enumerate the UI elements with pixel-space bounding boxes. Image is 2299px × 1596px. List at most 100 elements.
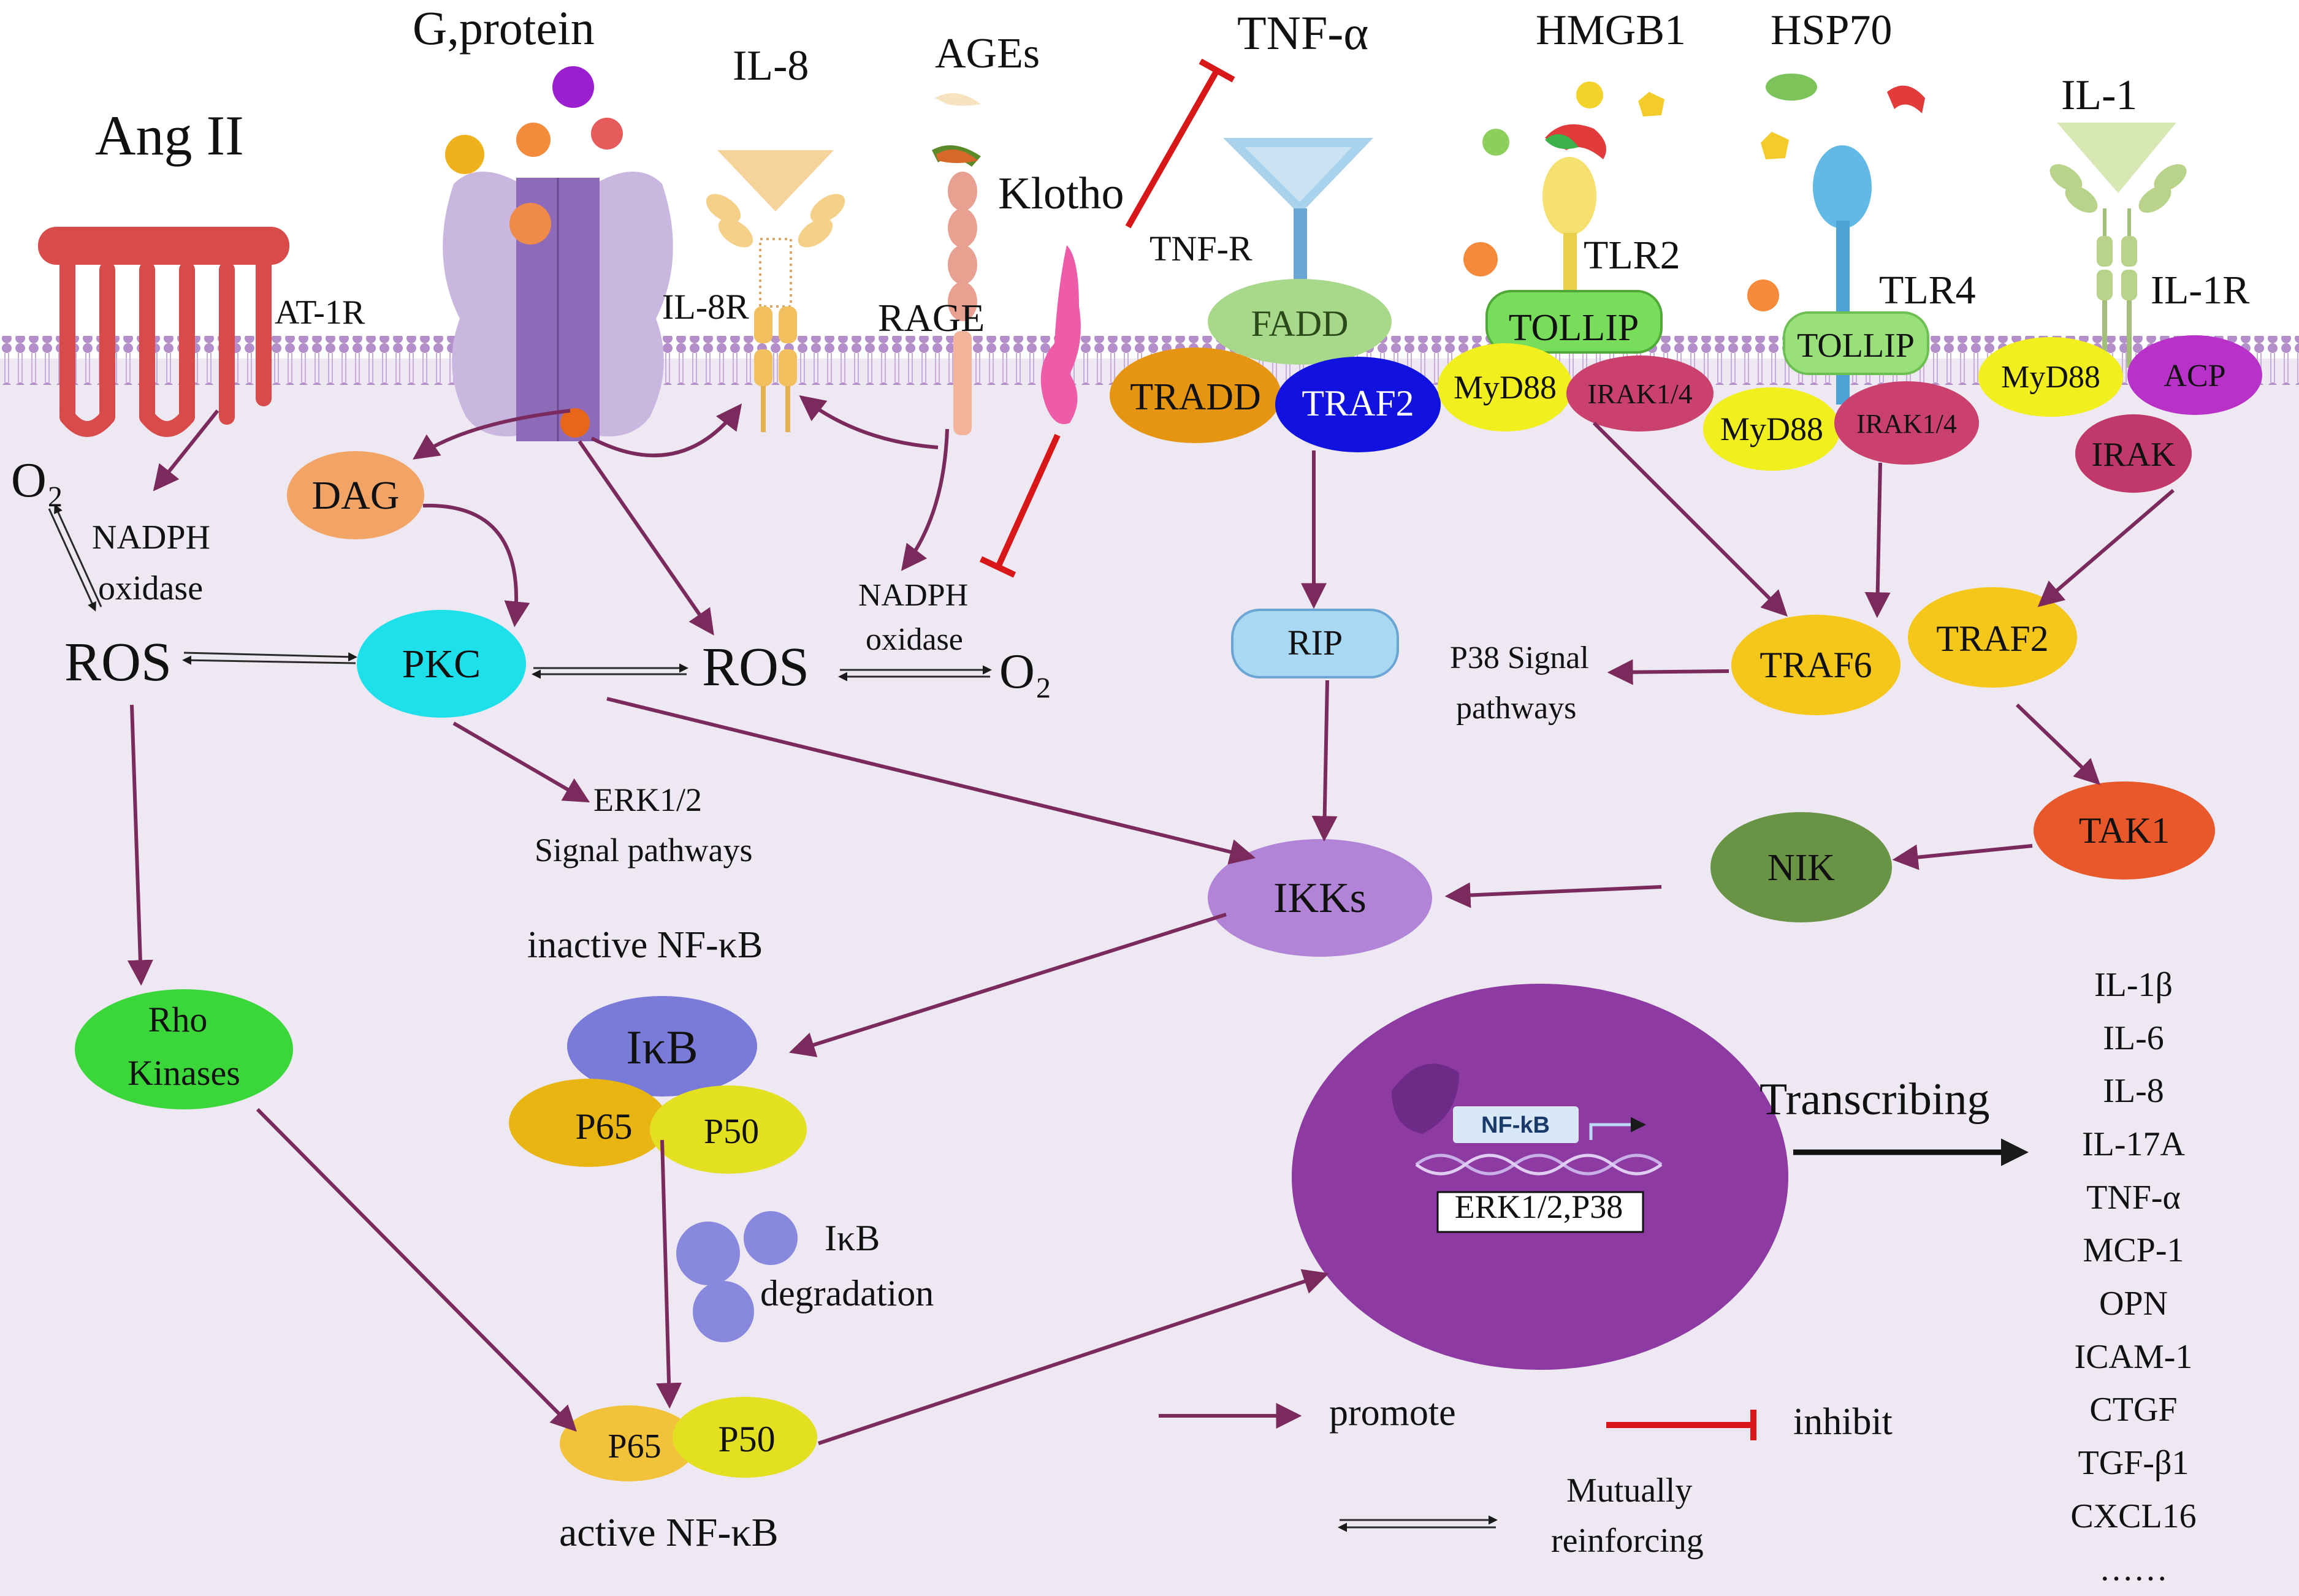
myd88-label-3: MyD88 [2001, 360, 2100, 395]
tradd-node [1110, 348, 1281, 443]
irak-label: IRAK [2092, 436, 2176, 474]
products-list: IL-1β IL-6 IL-8 IL-17A TNF-α MCP-1 OPN I… [2070, 966, 2196, 1588]
ligand-pentagon-2 [1761, 132, 1789, 159]
at1r-label: AT-1R [275, 294, 365, 332]
hmgb1-ligand-part [1545, 134, 1579, 150]
nucleolus [1392, 1063, 1459, 1134]
product-item: CTGF [2089, 1391, 2177, 1429]
ligand-red [591, 118, 623, 150]
rho-label-1: Rho [148, 1000, 208, 1039]
erk-p38-label: ERK1/2,P38 [1455, 1188, 1623, 1225]
il8-receptor [706, 150, 845, 432]
traf6-label: TRAF6 [1760, 645, 1872, 685]
acp-label: ACP [2164, 359, 2225, 393]
active-nfkb-label: active NF-κB [559, 1510, 779, 1555]
cytoplasm [0, 359, 2299, 1596]
p50-label-inactive: P50 [704, 1111, 759, 1151]
p65-label-active: P65 [608, 1427, 661, 1465]
ligand-purple [552, 66, 594, 108]
nadph-label-2: NADPH [858, 578, 968, 613]
rho-label-2: Kinases [128, 1053, 240, 1093]
rage-label: RAGE [878, 296, 985, 340]
myd88-node-1 [1438, 343, 1573, 431]
rho-kinases-node [75, 989, 293, 1109]
transcribing-label: Transcribing [1760, 1074, 1990, 1125]
tollip-label-2: TOLLIP [1797, 327, 1915, 365]
nadph-label-1: NADPH [92, 519, 210, 557]
tradd-label: TRADD [1130, 376, 1261, 418]
tak1-label: TAK1 [2079, 810, 2170, 851]
product-item: TGF-β1 [2078, 1444, 2189, 1482]
ikb-fragment [744, 1211, 798, 1265]
inactive-nfkb-label: inactive NF-κB [527, 924, 763, 966]
tlr2-label: TLR2 [1584, 233, 1680, 278]
nik-label: NIK [1767, 847, 1835, 889]
p65-label-inactive: P65 [575, 1106, 632, 1147]
myd88-node-3 [1978, 337, 2123, 417]
legend-mutual-label-2: reinforcing [1551, 1522, 1704, 1560]
legend-promote-label: promote [1329, 1392, 1456, 1434]
product-item: ICAM-1 [2075, 1338, 2193, 1376]
ligand-yellow [445, 135, 484, 174]
pkc-node [357, 610, 526, 718]
dag-label: DAG [312, 473, 400, 518]
g-protein-subunit [560, 408, 590, 438]
erk-label-1: ERK1/2 [593, 781, 702, 818]
inhibit-lines [979, 58, 1756, 1440]
o2-label-right: O₂ [999, 645, 1052, 699]
ikks-label: IKKs [1273, 875, 1367, 922]
irak-node [2075, 414, 2192, 493]
legend-mutual-label-1: Mutually [1566, 1472, 1692, 1510]
myd88-node-2 [1703, 387, 1840, 471]
hmgb1-ligand [1545, 124, 1606, 159]
irak14-label-1: IRAK1/4 [1587, 378, 1692, 409]
at1r-receptor [38, 227, 289, 437]
tollip-node-2 [1783, 311, 1929, 375]
klotho-protein [1040, 245, 1081, 424]
p38-label-1: P38 Signal [1450, 640, 1589, 675]
ligand-orange-2 [1463, 242, 1498, 276]
ikks-node [1208, 839, 1432, 957]
irak14-label-2: IRAK1/4 [1856, 409, 1957, 439]
ikb-label: IκB [626, 1020, 698, 1074]
tollip-label-1: TOLLIP [1509, 307, 1639, 349]
erk-label-2: Signal pathways [535, 832, 752, 868]
ang2-label: Ang II [95, 104, 244, 167]
traf2-node [1908, 587, 2077, 688]
ages-label: AGEs [935, 30, 1040, 77]
hsp70-ligand-red [1887, 85, 1925, 113]
nik-node [1710, 812, 1892, 922]
rip-node [1231, 609, 1399, 678]
il1r-receptor [2049, 123, 2187, 368]
oxidase-label-2: oxidase [866, 622, 963, 657]
myd88-label-1: MyD88 [1454, 369, 1557, 406]
g-protein-channel [443, 172, 673, 441]
dna-helix [1415, 1153, 1663, 1176]
klotho-label: Klotho [998, 169, 1124, 219]
ligand-pentagon [1638, 92, 1664, 116]
nucleus [1292, 984, 1788, 1370]
nfkb-box [1453, 1106, 1579, 1143]
ligand-orange-3 [1747, 279, 1779, 311]
rage-receptor [932, 93, 981, 435]
product-item: …… [2099, 1550, 2168, 1588]
il1r-label: IL-1R [2151, 268, 2249, 313]
traf2-node-membrane [1275, 357, 1441, 452]
fadd-node [1208, 279, 1392, 365]
bound-ligand [509, 203, 551, 245]
il8-label: IL-8 [733, 42, 809, 89]
product-item: OPN [2099, 1285, 2168, 1323]
ros-label-1: ROS [64, 632, 172, 693]
legend-inhibit-label: inhibit [1793, 1401, 1893, 1443]
rip-label: RIP [1287, 623, 1343, 663]
ligand-yellow-2 [1576, 82, 1603, 108]
ikb-degradation-label-2: degradation [760, 1273, 934, 1313]
p65-node-active [560, 1405, 697, 1481]
il8r-label: IL-8R [662, 287, 749, 327]
traf2-label: TRAF2 [1936, 618, 2048, 659]
ligand-orange [516, 123, 551, 157]
fadd-label: FADD [1251, 303, 1349, 344]
ikb-degradation-label-1: IκB [825, 1218, 880, 1258]
